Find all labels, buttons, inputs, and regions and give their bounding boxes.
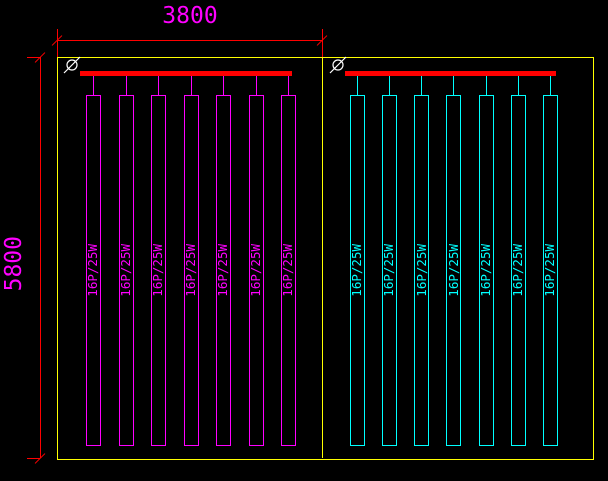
panel-label: 16P/25W	[413, 244, 429, 297]
panel-unit: 16P/25W	[247, 76, 264, 448]
panel-connector-line	[517, 76, 519, 95]
panel-rect: 16P/25W	[182, 95, 199, 446]
panel-rect: 16P/25W	[247, 95, 264, 446]
panel-unit: 16P/25W	[280, 76, 296, 448]
bay-divider-line	[322, 57, 323, 458]
panel-label: 16P/25W	[117, 244, 133, 297]
panel-unit: 16P/25W	[117, 76, 134, 448]
panel-label: 16P/25W	[247, 244, 263, 297]
panel-rect: 16P/25W	[542, 95, 558, 446]
panel-connector-line	[255, 76, 257, 95]
panel-connector-line	[125, 76, 127, 95]
panel-rect: 16P/25W	[150, 95, 166, 446]
drawing-border	[57, 57, 594, 460]
panel-connector-line	[549, 76, 551, 95]
panel-unit: 16P/25W	[542, 76, 558, 448]
panel-unit: 16P/25W	[510, 76, 526, 448]
panel-unit: 16P/25W	[445, 76, 462, 448]
panel-group-left: 16P/25W 16P/25W 16P/25W 16P/25W 16P/25W 16P/2…	[85, 76, 296, 448]
bus-bar	[345, 71, 556, 76]
panel-label: 16P/25W	[349, 244, 365, 297]
panel-label: 16P/25W	[445, 244, 461, 297]
panel-label: 16P/25W	[510, 244, 526, 297]
panel-label: 16P/25W	[85, 244, 101, 297]
width-extension-line-left	[57, 29, 58, 57]
panel-connector-line	[389, 76, 391, 95]
panel-label: 16P/25W	[150, 244, 166, 297]
panel-unit: 16P/25W	[477, 76, 494, 448]
panel-connector-line	[485, 76, 487, 95]
breaker-symbol-icon	[329, 56, 347, 74]
panel-connector-line	[453, 76, 455, 95]
panel-rect: 16P/25W	[215, 95, 231, 446]
panel-unit: 16P/25W	[150, 76, 166, 448]
width-extension-line-right	[322, 29, 323, 57]
panel-label: 16P/25W	[381, 244, 397, 297]
panel-connector-line	[421, 76, 423, 95]
panel-rect: 16P/25W	[85, 95, 101, 446]
panel-unit: 16P/25W	[85, 76, 101, 448]
width-dimension-line	[57, 40, 323, 41]
bus-bar	[80, 71, 292, 76]
panel-connector-line	[288, 76, 289, 95]
height-dimension-line	[40, 57, 41, 458]
panel-connector-line	[357, 76, 358, 95]
panel-rect: 16P/25W	[477, 95, 494, 446]
panel-rect: 16P/25W	[445, 95, 462, 446]
panel-connector-line	[158, 76, 159, 95]
panel-unit: 16P/25W	[182, 76, 199, 448]
panel-rect: 16P/25W	[413, 95, 430, 446]
panel-rect: 16P/25W	[280, 95, 296, 446]
panel-rect: 16P/25W	[349, 95, 365, 446]
panel-connector-line	[93, 76, 94, 95]
panel-group-right: 16P/25W 16P/25W 16P/25W 16P/25W 16P/25W 16P/2…	[349, 76, 558, 448]
panel-rect: 16P/25W	[510, 95, 526, 446]
panel-unit: 16P/25W	[215, 76, 231, 448]
panel-unit: 16P/25W	[381, 76, 398, 448]
panel-label: 16P/25W	[542, 244, 558, 297]
panel-label: 16P/25W	[182, 244, 198, 297]
panel-rect: 16P/25W	[117, 95, 134, 446]
panel-connector-line	[223, 76, 224, 95]
width-dimension-label: 3800	[162, 3, 218, 29]
height-extension-line-bottom	[27, 458, 40, 459]
panel-label: 16P/25W	[280, 244, 296, 297]
breaker-symbol-icon	[63, 56, 81, 74]
panel-label: 16P/25W	[215, 244, 231, 297]
panel-connector-line	[190, 76, 192, 95]
height-dimension-label: 5800	[1, 236, 27, 292]
panel-rect: 16P/25W	[381, 95, 398, 446]
height-extension-line-top	[27, 57, 40, 58]
panel-label: 16P/25W	[477, 244, 493, 297]
panel-unit: 16P/25W	[349, 76, 365, 448]
panel-unit: 16P/25W	[413, 76, 430, 448]
